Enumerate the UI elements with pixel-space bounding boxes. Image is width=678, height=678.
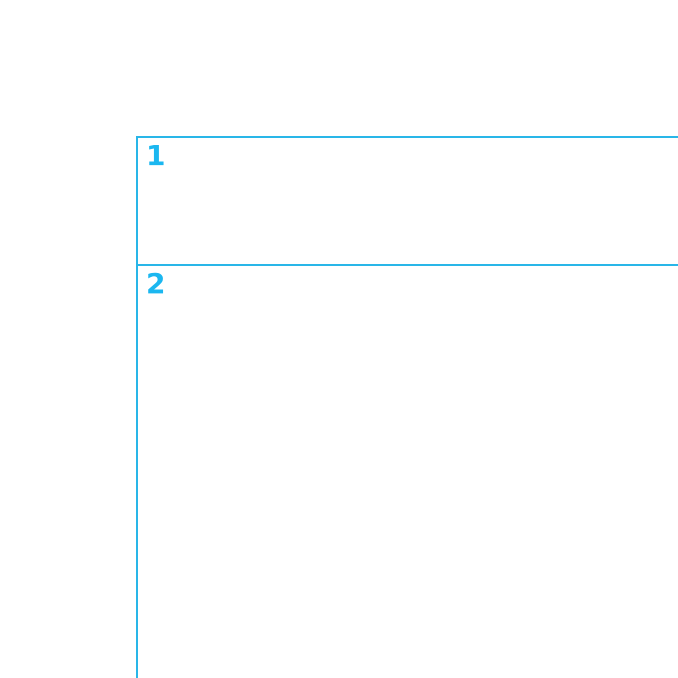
top-border-line: [136, 136, 678, 138]
row-label-2: 2: [146, 267, 166, 300]
row-divider-line: [136, 264, 678, 266]
left-border-line: [136, 136, 138, 678]
row-label-1: 1: [146, 139, 166, 172]
